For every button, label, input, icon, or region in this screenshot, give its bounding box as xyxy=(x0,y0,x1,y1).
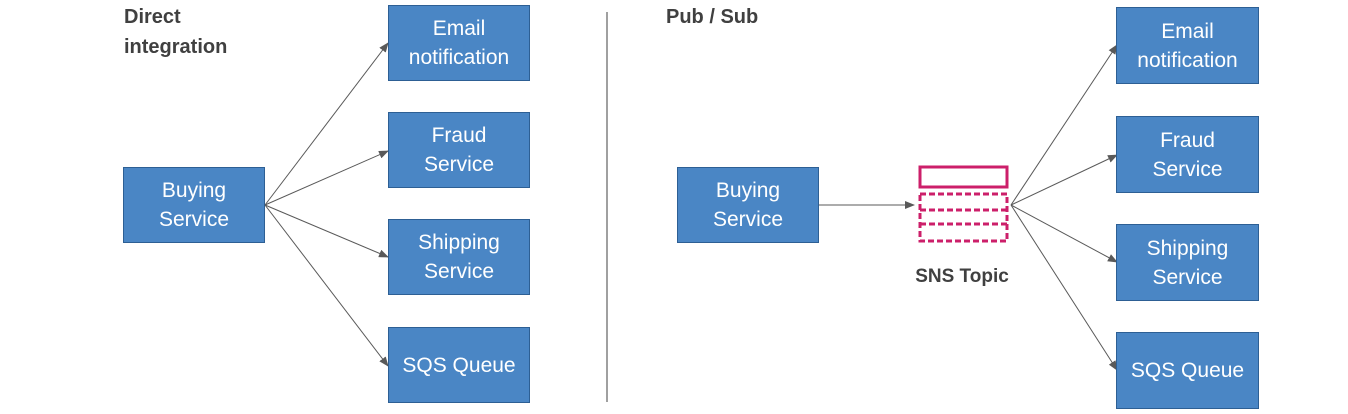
arrow-left-to-sqs xyxy=(264,204,389,367)
right-sqs-queue-label: SQS Queue xyxy=(1130,359,1245,382)
arrow-left-to-shipping xyxy=(264,204,389,258)
arrow-topic-to-fraud xyxy=(1010,154,1118,206)
sns-topic-label: SNS Topic xyxy=(915,266,1009,287)
right-sqs-queue-box: SQS Queue xyxy=(1116,332,1259,409)
right-buying-service-label: Buying Service xyxy=(712,179,784,231)
arrow-left-to-email xyxy=(264,42,389,206)
left-sqs-queue-label: SQS Queue xyxy=(402,353,516,377)
left-buying-service-label: Buying Service xyxy=(158,179,230,231)
right-buying-service-box: Buying Service xyxy=(677,167,819,243)
pub-sub-title: Pub / Sub xyxy=(666,6,759,28)
right-email-notification-box: Email notification xyxy=(1116,7,1259,84)
left-sqs-queue-box: SQS Queue xyxy=(388,327,530,403)
left-buying-service-box: Buying Service xyxy=(123,167,265,243)
arrow-topic-to-shipping xyxy=(1010,204,1118,263)
left-fraud-service-box: Fraud Service xyxy=(388,112,530,188)
left-email-notification-box: Email notification xyxy=(388,5,530,81)
left-fraud-service-label: Fraud Service xyxy=(423,124,495,176)
arrow-topic-to-email xyxy=(1010,44,1118,206)
left-shipping-service-label: Shipping Service xyxy=(418,231,500,283)
right-shipping-service-label: Shipping Service xyxy=(1146,236,1229,289)
right-shipping-service-box: Shipping Service xyxy=(1116,224,1259,301)
arrow-topic-to-sqs xyxy=(1010,204,1118,371)
direct-integration-title: Direct integration xyxy=(124,6,228,58)
right-fraud-service-box: Fraud Service xyxy=(1116,116,1259,193)
arrow-left-to-fraud xyxy=(264,150,389,206)
right-email-notification-label: Email notification xyxy=(1137,19,1238,72)
sns-topic-icon xyxy=(918,165,1009,243)
left-email-notification-label: Email notification xyxy=(408,17,510,69)
right-fraud-service-label: Fraud Service xyxy=(1152,128,1223,181)
left-shipping-service-box: Shipping Service xyxy=(388,219,530,295)
